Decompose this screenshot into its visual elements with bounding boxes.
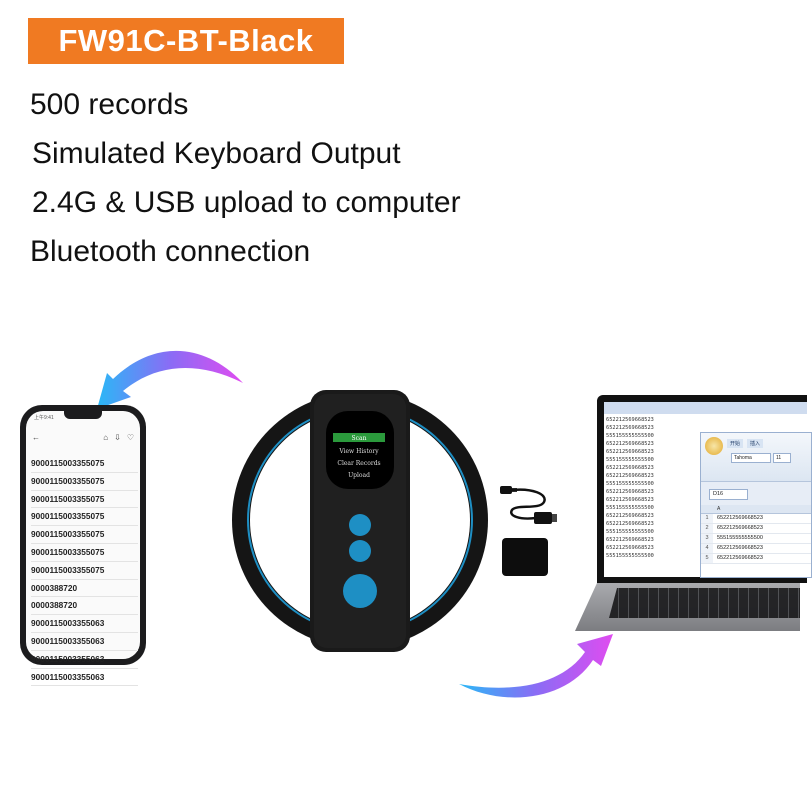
list-item: 9000115003355075 — [31, 508, 138, 527]
scanner-button-down[interactable] — [349, 540, 371, 562]
text-line: 555155555555500 — [606, 457, 654, 463]
text-line: 652212569668523 — [606, 513, 654, 519]
text-line: 652212569668523 — [606, 545, 654, 551]
text-line: 555155555555500 — [606, 553, 654, 559]
scanner-button-up[interactable] — [349, 514, 371, 536]
list-item: 9000115003355075 — [31, 491, 138, 509]
phone-notch — [64, 411, 102, 419]
text-line: 652212569668523 — [606, 497, 654, 503]
font-size-select[interactable]: 11 — [773, 453, 791, 463]
excel-ribbon: 开始 插入 Tahoma 11 — [701, 433, 811, 482]
list-item: 0000388720 — [31, 580, 138, 598]
list-item: 9000115003355075 — [31, 473, 138, 491]
list-item: 9000115003355075 — [31, 562, 138, 580]
notepad-text: 652212569668523 652212569668523 55515555… — [606, 416, 676, 560]
usb-receiver-dongle — [502, 538, 548, 576]
text-line: 652212569668523 — [606, 537, 654, 543]
text-line: 652212569668523 — [606, 489, 654, 495]
text-line: 555155555555500 — [606, 433, 654, 439]
text-line: 652212569668523 — [606, 465, 654, 471]
list-item: 9000115003355063 — [31, 669, 138, 687]
feature-item: 500 records — [30, 88, 189, 121]
menu-item-upload[interactable]: Upload — [348, 472, 370, 479]
name-box[interactable]: D16 — [709, 489, 748, 500]
menu-item-view-history[interactable]: View History — [338, 448, 379, 455]
list-item: 9000115003355075 — [31, 544, 138, 562]
text-line: 652212569668523 — [606, 441, 654, 447]
text-line: 652212569668523 — [606, 473, 654, 479]
feature-item: 2.4G & USB upload to computer — [32, 186, 461, 219]
list-item: 9000115003355063 — [31, 633, 138, 651]
phone-screen: 上午9:41 ← ⌂ ⇩ ♡ 9000115003355075 90001150… — [26, 411, 140, 687]
window-title-bar — [604, 402, 807, 414]
usb-cable-icon — [500, 486, 557, 524]
text-line: 652212569668523 — [606, 425, 654, 431]
text-line: 555155555555500 — [606, 505, 654, 511]
text-line: 652212569668523 — [606, 449, 654, 455]
arrow-to-phone-icon — [97, 350, 243, 409]
menu-item-scan[interactable]: Scan — [352, 435, 367, 442]
font-select[interactable]: Tahoma — [731, 453, 771, 463]
barcode-scanner: Scan View History Clear Records Upload — [232, 390, 488, 652]
product-title: FW91C-BT-Black — [58, 23, 314, 58]
back-arrow-icon[interactable]: ← — [32, 433, 40, 442]
list-item: 9000115003355075 — [31, 455, 138, 473]
list-item: 0000388720 — [31, 597, 138, 616]
list-item: 9000115003355063 — [31, 615, 138, 633]
feature-item: Simulated Keyboard Output — [32, 137, 401, 170]
tab-insert[interactable]: 插入 — [747, 439, 764, 448]
shield-icon[interactable]: ♡ — [126, 433, 134, 442]
smartphone: 上午9:41 ← ⌂ ⇩ ♡ 9000115003355075 90001150… — [20, 405, 146, 687]
laptop-keyboard — [609, 588, 800, 618]
laptop-lid: 652212569668523 652212569668523 55515555… — [597, 395, 812, 583]
share-icon[interactable]: ⌂ — [103, 433, 109, 442]
tab-home[interactable]: 开始 — [727, 439, 744, 448]
status-time: 上午9:41 — [34, 415, 54, 421]
download-icon[interactable]: ⇩ — [114, 433, 121, 442]
laptop: 652212569668523 652212569668523 55515555… — [575, 395, 812, 635]
text-line: 555155555555500 — [606, 529, 654, 535]
feature-list: 500 records Simulated Keyboard Output 2.… — [30, 80, 461, 276]
product-title-badge: FW91C-BT-Black — [28, 18, 344, 64]
text-line: 652212569668523 — [606, 521, 654, 527]
record-list: 9000115003355075 9000115003355075 900011… — [31, 455, 138, 687]
scanner-display — [326, 411, 394, 489]
text-line: 652212569668523 — [606, 417, 654, 423]
feature-item: Bluetooth connection — [30, 235, 311, 268]
office-button-icon[interactable] — [705, 437, 723, 455]
list-item: 9000115003355063 — [31, 651, 138, 669]
laptop-screen: 652212569668523 652212569668523 55515555… — [604, 402, 812, 578]
column-header: A — [701, 505, 811, 514]
arrow-to-laptop-icon — [459, 634, 613, 698]
phone-nav-bar: ← ⌂ ⇩ ♡ — [32, 433, 134, 445]
scanner-trigger-button[interactable] — [343, 574, 377, 608]
text-line: 555155555555500 — [606, 481, 654, 487]
menu-item-clear-records[interactable]: Clear Records — [337, 460, 380, 467]
list-item: 9000115003355075 — [31, 526, 138, 544]
